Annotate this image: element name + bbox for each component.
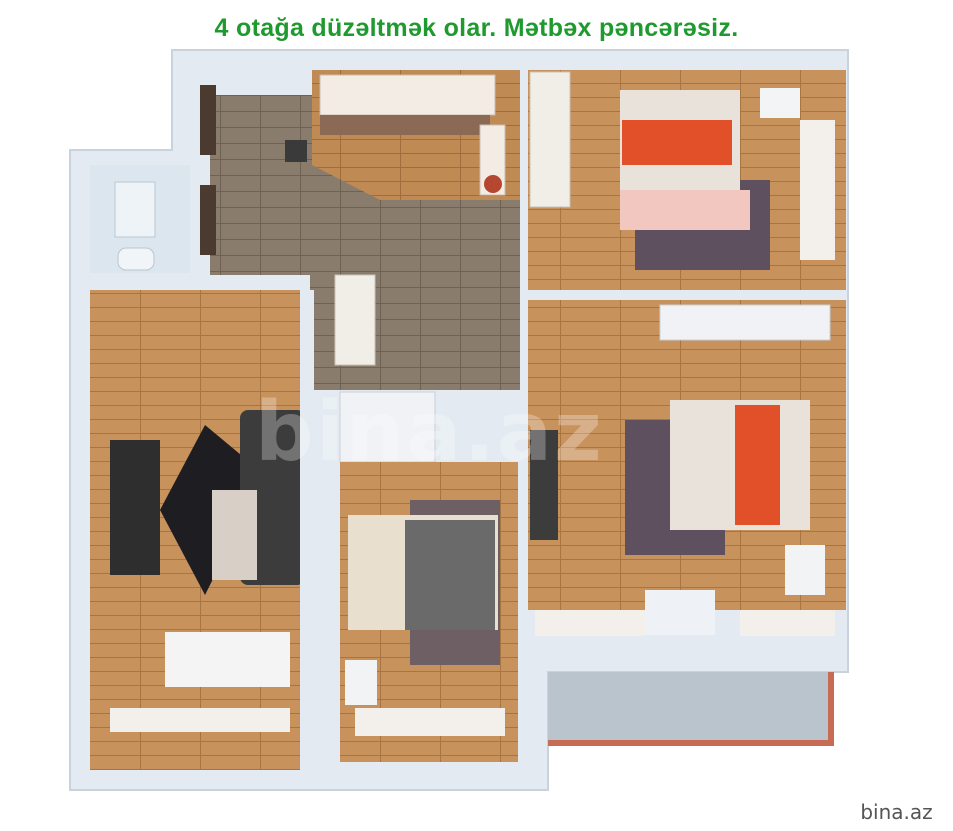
watermark-center: bina.az bbox=[255, 385, 604, 480]
watermark-corner: bina.az bbox=[840, 793, 953, 831]
hall-closet bbox=[334, 274, 436, 463]
kitchen bbox=[312, 70, 520, 200]
bedroom-middle bbox=[340, 462, 518, 762]
bathroom bbox=[90, 165, 190, 273]
bedroom-top bbox=[528, 70, 846, 290]
living-room bbox=[90, 290, 314, 770]
headline: 4 otağa düzəltmək olar. Mətbəx pəncərəsi… bbox=[214, 14, 739, 42]
bedroom-right bbox=[528, 300, 846, 636]
balcony bbox=[548, 672, 834, 746]
